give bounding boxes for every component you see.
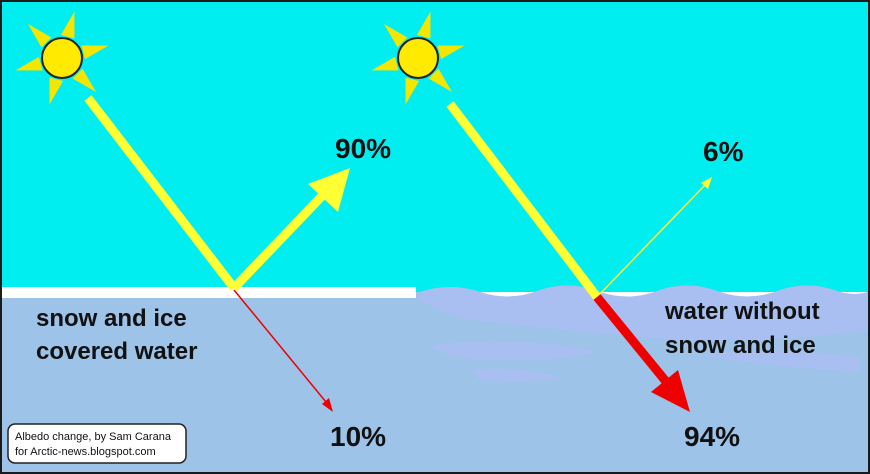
surface-label-right-line2: snow and ice	[665, 332, 816, 359]
sun-right-icon	[371, 11, 465, 105]
reflected-arrowhead-left	[308, 168, 350, 212]
reflected-label-left: 90%	[335, 133, 391, 164]
reflected-label-right: 6%	[703, 136, 744, 167]
water-wave-streak	[470, 368, 560, 382]
absorbed-arrow-right	[593, 294, 672, 387]
incoming-beam-left	[84, 95, 238, 291]
sun-left-icon	[15, 11, 109, 105]
reflected-beam-right	[596, 183, 707, 298]
water-wave-streak	[430, 341, 600, 361]
absorbed-arrowhead-left	[322, 398, 333, 412]
absorbed-arrowhead-right	[651, 370, 690, 412]
credit-line1: Albedo change, by Sam Carana	[15, 431, 172, 443]
water-wave-band	[420, 285, 868, 341]
absorbed-label-right: 94%	[684, 421, 740, 452]
absorbed-label-left: 10%	[330, 421, 386, 452]
water-wave-streak	[700, 350, 860, 372]
surface-label-left-line2: covered water	[36, 338, 197, 365]
incoming-beam-right	[446, 101, 601, 300]
ice-sheet	[2, 287, 416, 298]
surface-label-right-line1: water without	[664, 298, 820, 325]
reflected-beam-left	[230, 192, 326, 292]
credit-box	[7, 423, 187, 464]
absorbed-arrow-left	[233, 289, 327, 403]
reflected-arrowhead-right	[701, 177, 712, 189]
surface-label-left-line1: snow and ice	[36, 305, 187, 332]
credit-line2: for Arctic-news.blogspot.com	[15, 446, 156, 458]
